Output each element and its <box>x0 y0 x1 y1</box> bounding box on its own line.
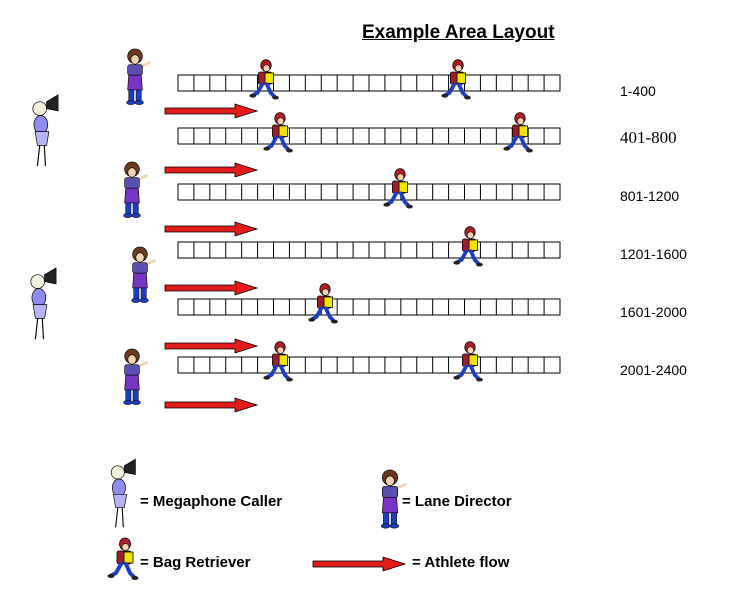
legend-lane-director-label: = Lane Director <box>402 493 512 510</box>
legend-athlete-flow-label: = Athlete flow <box>412 554 510 571</box>
lane-label-4: 1201-1600 <box>620 246 687 262</box>
legend-megaphone-caller-icon <box>110 458 136 528</box>
lane-director-icon <box>130 245 157 304</box>
lane-director-icon <box>122 347 149 406</box>
lane-director-icon <box>122 160 149 219</box>
megaphone-caller-icon <box>30 267 57 340</box>
legend-bag-retriever-label: = Bag Retriever <box>140 554 251 571</box>
lane-label-5: 1601-2000 <box>620 304 687 320</box>
legend-lane-director-icon <box>379 468 407 530</box>
lane-label-3: 801-1200 <box>620 188 680 204</box>
lane-director-icon <box>125 47 152 106</box>
athlete-flow-arrow-6 <box>164 397 258 413</box>
athlete-flow-arrow-1 <box>164 103 258 119</box>
lane-3 <box>177 183 561 201</box>
staff-group <box>30 47 535 406</box>
lane-label-6: 2001-2400 <box>620 362 687 378</box>
lane-4 <box>177 241 561 259</box>
megaphone-caller-icon <box>32 94 59 167</box>
lane-1 <box>177 74 561 92</box>
lane-label-1: 1-400 <box>620 83 656 99</box>
legend-megaphone-caller-label: = Megaphone Caller <box>140 493 283 510</box>
lane-label-2: 401-800 <box>620 128 677 147</box>
athlete-flow-arrow-4 <box>164 280 258 296</box>
athlete-flow-arrow-5 <box>164 338 258 354</box>
lane-2 <box>177 127 561 145</box>
diagram-title: Example Area Layout <box>362 22 555 43</box>
athlete-flow-arrow-3 <box>164 221 258 237</box>
legend-athlete-flow-arrow <box>312 556 406 572</box>
legend-group <box>105 458 407 582</box>
legend-bag-retriever-icon <box>105 536 141 582</box>
athlete-flow-arrow-2 <box>164 162 258 178</box>
lane-5 <box>177 298 561 316</box>
lane-6 <box>177 356 561 374</box>
